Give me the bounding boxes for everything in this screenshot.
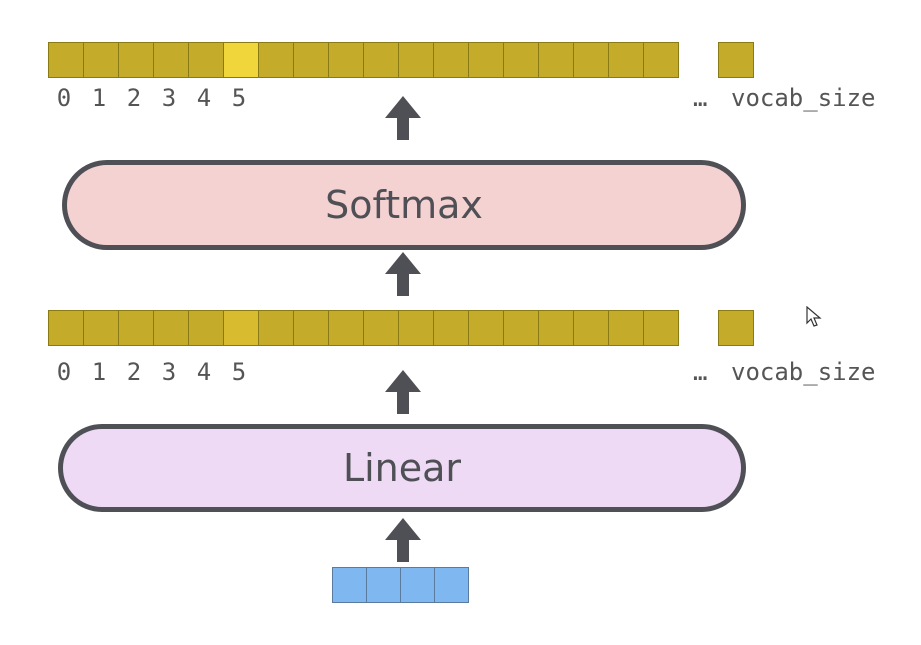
top-vector-cell <box>538 42 574 78</box>
embedding-vector <box>332 567 469 603</box>
arrow-up-icon <box>385 370 421 414</box>
embedding-cell <box>400 567 435 603</box>
middle-vector-cell <box>433 310 469 346</box>
middle-vector-cell <box>363 310 399 346</box>
top-vector-cell <box>503 42 539 78</box>
middle-vector-cell <box>643 310 679 346</box>
middle-vector-cell <box>223 310 259 346</box>
top-vector-cell <box>223 42 259 78</box>
middle-vector-index-label: 5 <box>231 358 247 386</box>
middle-vector-cell <box>538 310 574 346</box>
linear-label: Linear <box>342 446 462 490</box>
middle-vector-cell <box>503 310 539 346</box>
middle-vector-ellipsis: … <box>693 358 708 386</box>
middle-vector-cell <box>118 310 154 346</box>
softmax-label: Softmax <box>325 183 483 227</box>
top-vector-cell <box>643 42 679 78</box>
middle-vector-cell <box>293 310 329 346</box>
top-vector-cell <box>293 42 329 78</box>
top-vector-cell <box>118 42 154 78</box>
top-vector-ellipsis: … <box>693 84 708 112</box>
middle-vector-index-label: 0 <box>56 358 72 386</box>
top-vector-last-cell <box>718 42 754 78</box>
top-vector-index-label: 4 <box>196 84 212 112</box>
middle-vector-cell <box>83 310 119 346</box>
arrow-up-icon <box>385 518 421 562</box>
top-vector-cell <box>608 42 644 78</box>
middle-vector-index-label: 4 <box>196 358 212 386</box>
top-vector-cell <box>363 42 399 78</box>
top-vector-cell <box>188 42 224 78</box>
top-vector-cell <box>328 42 364 78</box>
top-vector-index-label: 2 <box>126 84 142 112</box>
top-vector-cell <box>48 42 84 78</box>
middle-vector-cell <box>398 310 434 346</box>
top-vector <box>48 42 679 78</box>
middle-vector-cell <box>258 310 294 346</box>
embedding-cell <box>332 567 367 603</box>
middle-vector-cell <box>573 310 609 346</box>
middle-vector-cell <box>188 310 224 346</box>
middle-vector-index-label: 2 <box>126 358 142 386</box>
top-vector-cell <box>573 42 609 78</box>
top-vector-cell <box>398 42 434 78</box>
middle-vector-last-cell <box>718 310 754 346</box>
top-vector-index-label: 1 <box>91 84 107 112</box>
middle-vector-cell <box>48 310 84 346</box>
middle-vector <box>48 310 679 346</box>
top-vector-index-label: 5 <box>231 84 247 112</box>
top-vector-index-label: 3 <box>161 84 177 112</box>
top-vector-cell <box>153 42 189 78</box>
arrow-up-icon <box>385 96 421 140</box>
middle-vector-index-label: 1 <box>91 358 107 386</box>
top-vector-index-label: 0 <box>56 84 72 112</box>
middle-vector-cell <box>468 310 504 346</box>
mouse-cursor-icon <box>806 306 822 327</box>
softmax-block: Softmax <box>62 160 746 250</box>
middle-vector-cell <box>608 310 644 346</box>
top-vector-cell <box>433 42 469 78</box>
middle-vector-index-label: 3 <box>161 358 177 386</box>
arrow-up-icon <box>385 252 421 296</box>
top-vector-end-label: vocab_size <box>731 84 876 112</box>
top-vector-cell <box>468 42 504 78</box>
embedding-cell <box>366 567 401 603</box>
top-vector-cell <box>83 42 119 78</box>
middle-vector-cell <box>328 310 364 346</box>
middle-vector-end-label: vocab_size <box>731 358 876 386</box>
middle-vector-cell <box>153 310 189 346</box>
embedding-cell <box>434 567 469 603</box>
linear-block: Linear <box>58 424 746 512</box>
top-vector-cell <box>258 42 294 78</box>
